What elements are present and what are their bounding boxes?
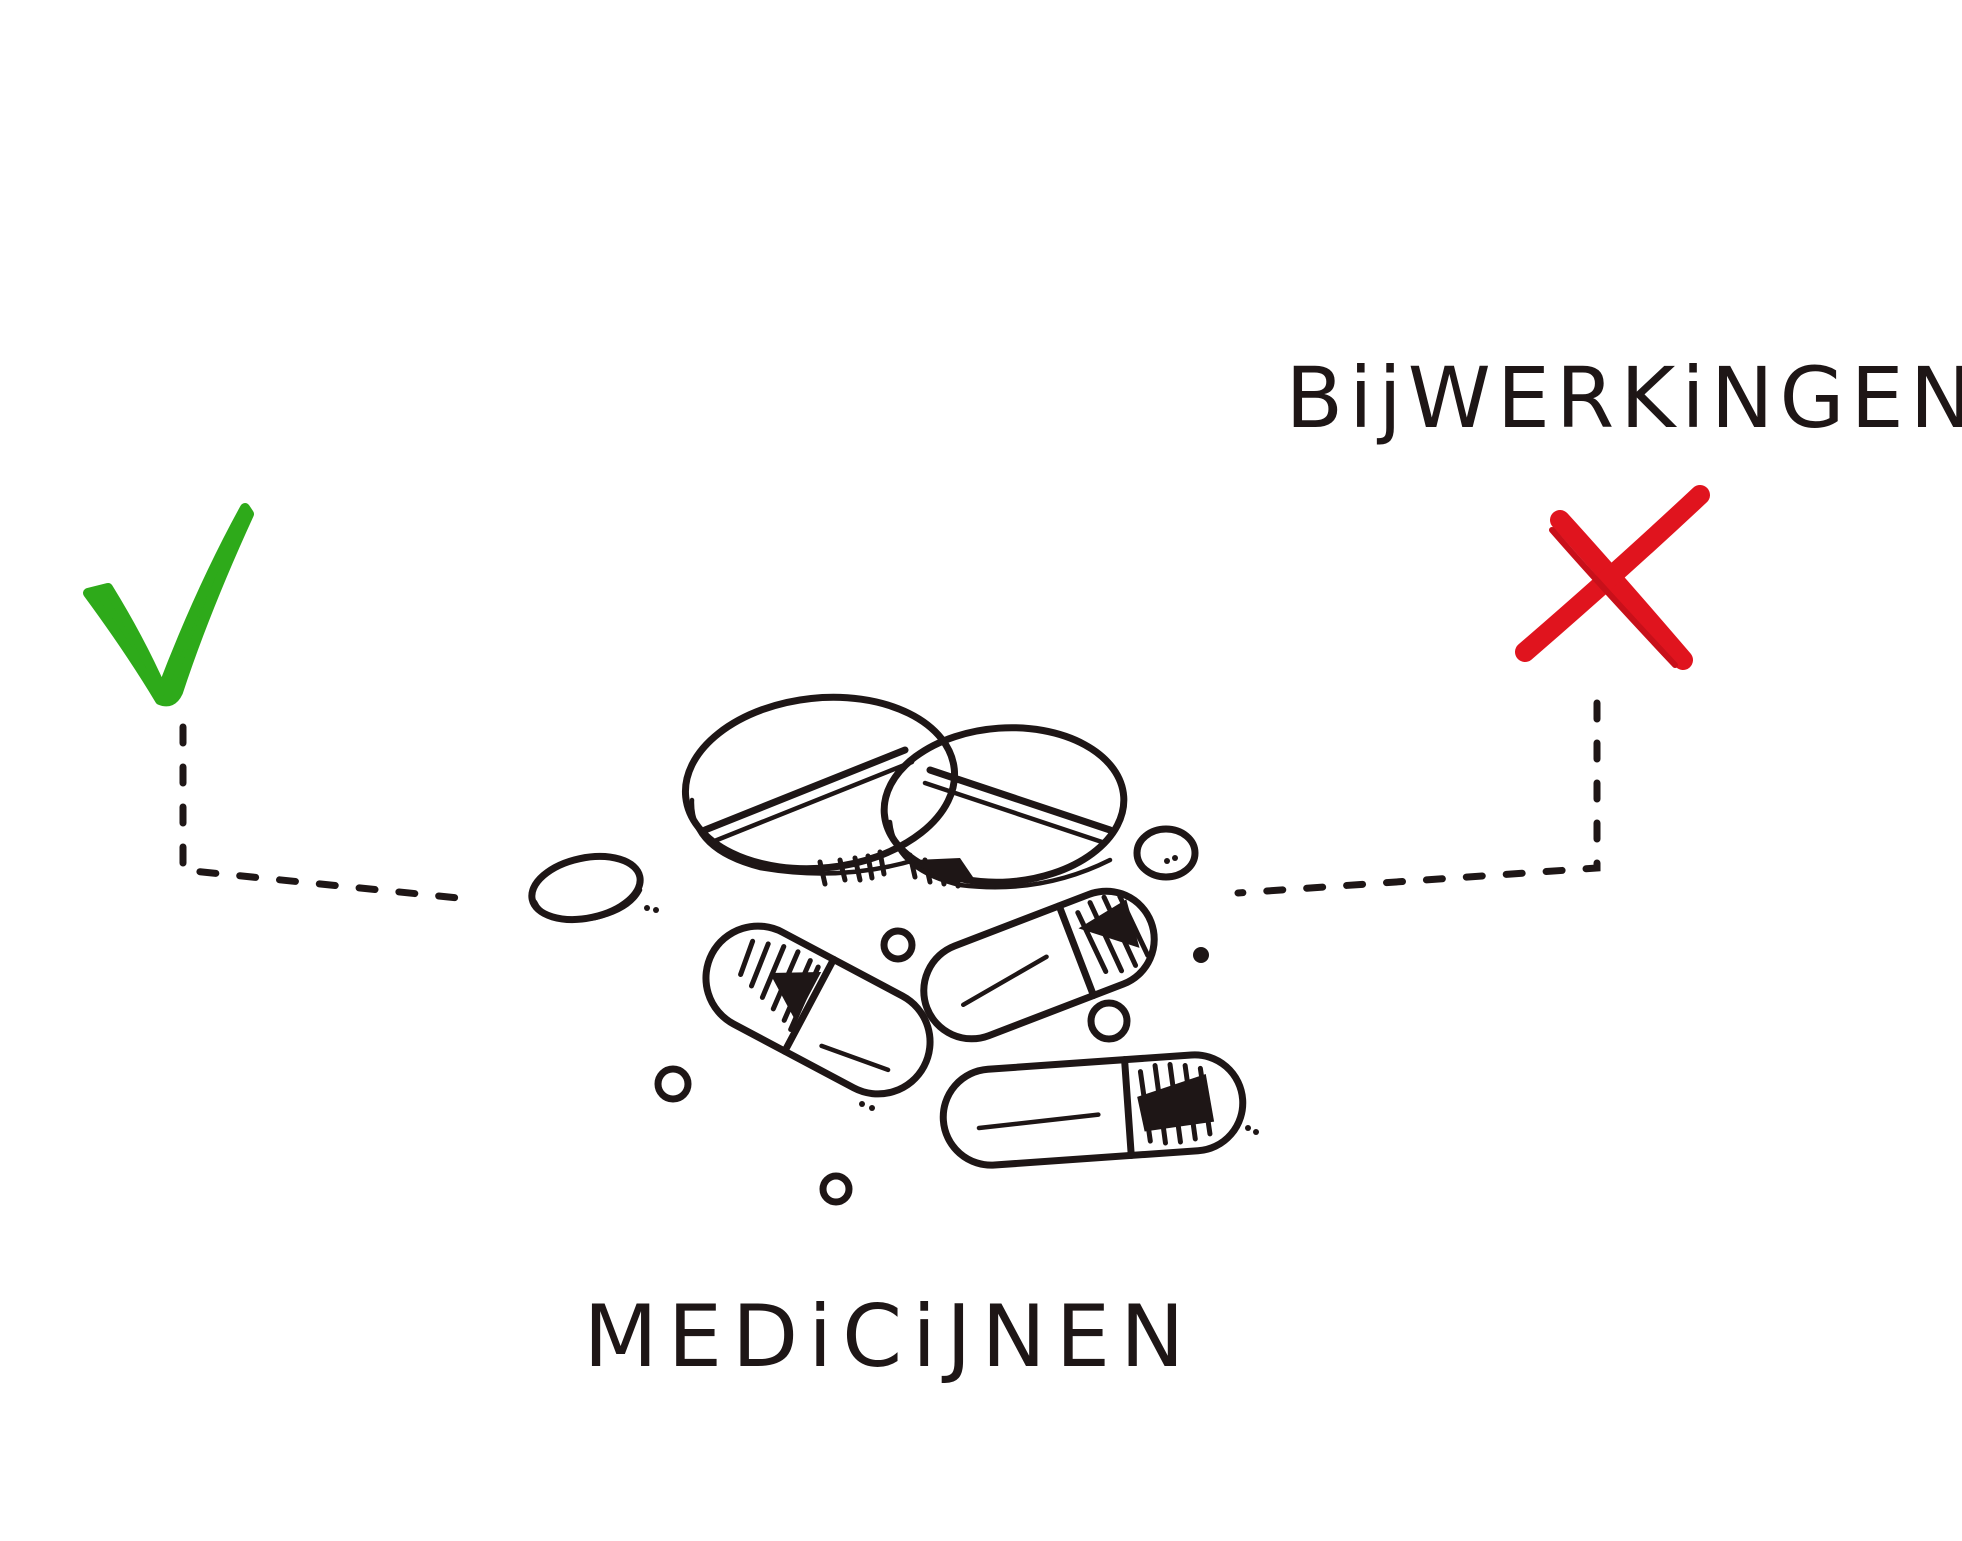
- cross-stroke-c: [1549, 527, 1678, 668]
- dashed-connector-right: [1234, 699, 1601, 897]
- cross-stroke-b: [1515, 485, 1710, 662]
- pill-crumb-3: [654, 1065, 692, 1103]
- side-effects-label: BijWERKiNGEN: [1285, 349, 1962, 447]
- small-tablet-left: [528, 853, 659, 923]
- large-tablet-left: [681, 693, 959, 887]
- check-mark-icon: [83, 503, 254, 707]
- pill-crumb-4: [819, 1172, 853, 1206]
- dashed-connector-left: [179, 723, 482, 904]
- pill-cluster: [528, 693, 1259, 1206]
- capsule-middle: [920, 887, 1158, 1043]
- small-round-tablet: [1133, 825, 1199, 881]
- capsule-left: [702, 922, 934, 1111]
- cross-mark-icon: [1515, 485, 1710, 670]
- pill-crumb-5: [1193, 947, 1209, 963]
- pill-crumb-2: [1087, 999, 1131, 1043]
- check-mark-stroke: [83, 503, 254, 707]
- capsule-bottom: [939, 1051, 1259, 1169]
- pill-crumb-1: [880, 927, 916, 963]
- medicines-label: MEDiCiJNEN: [584, 1287, 1195, 1387]
- large-tablet-right: [880, 724, 1128, 890]
